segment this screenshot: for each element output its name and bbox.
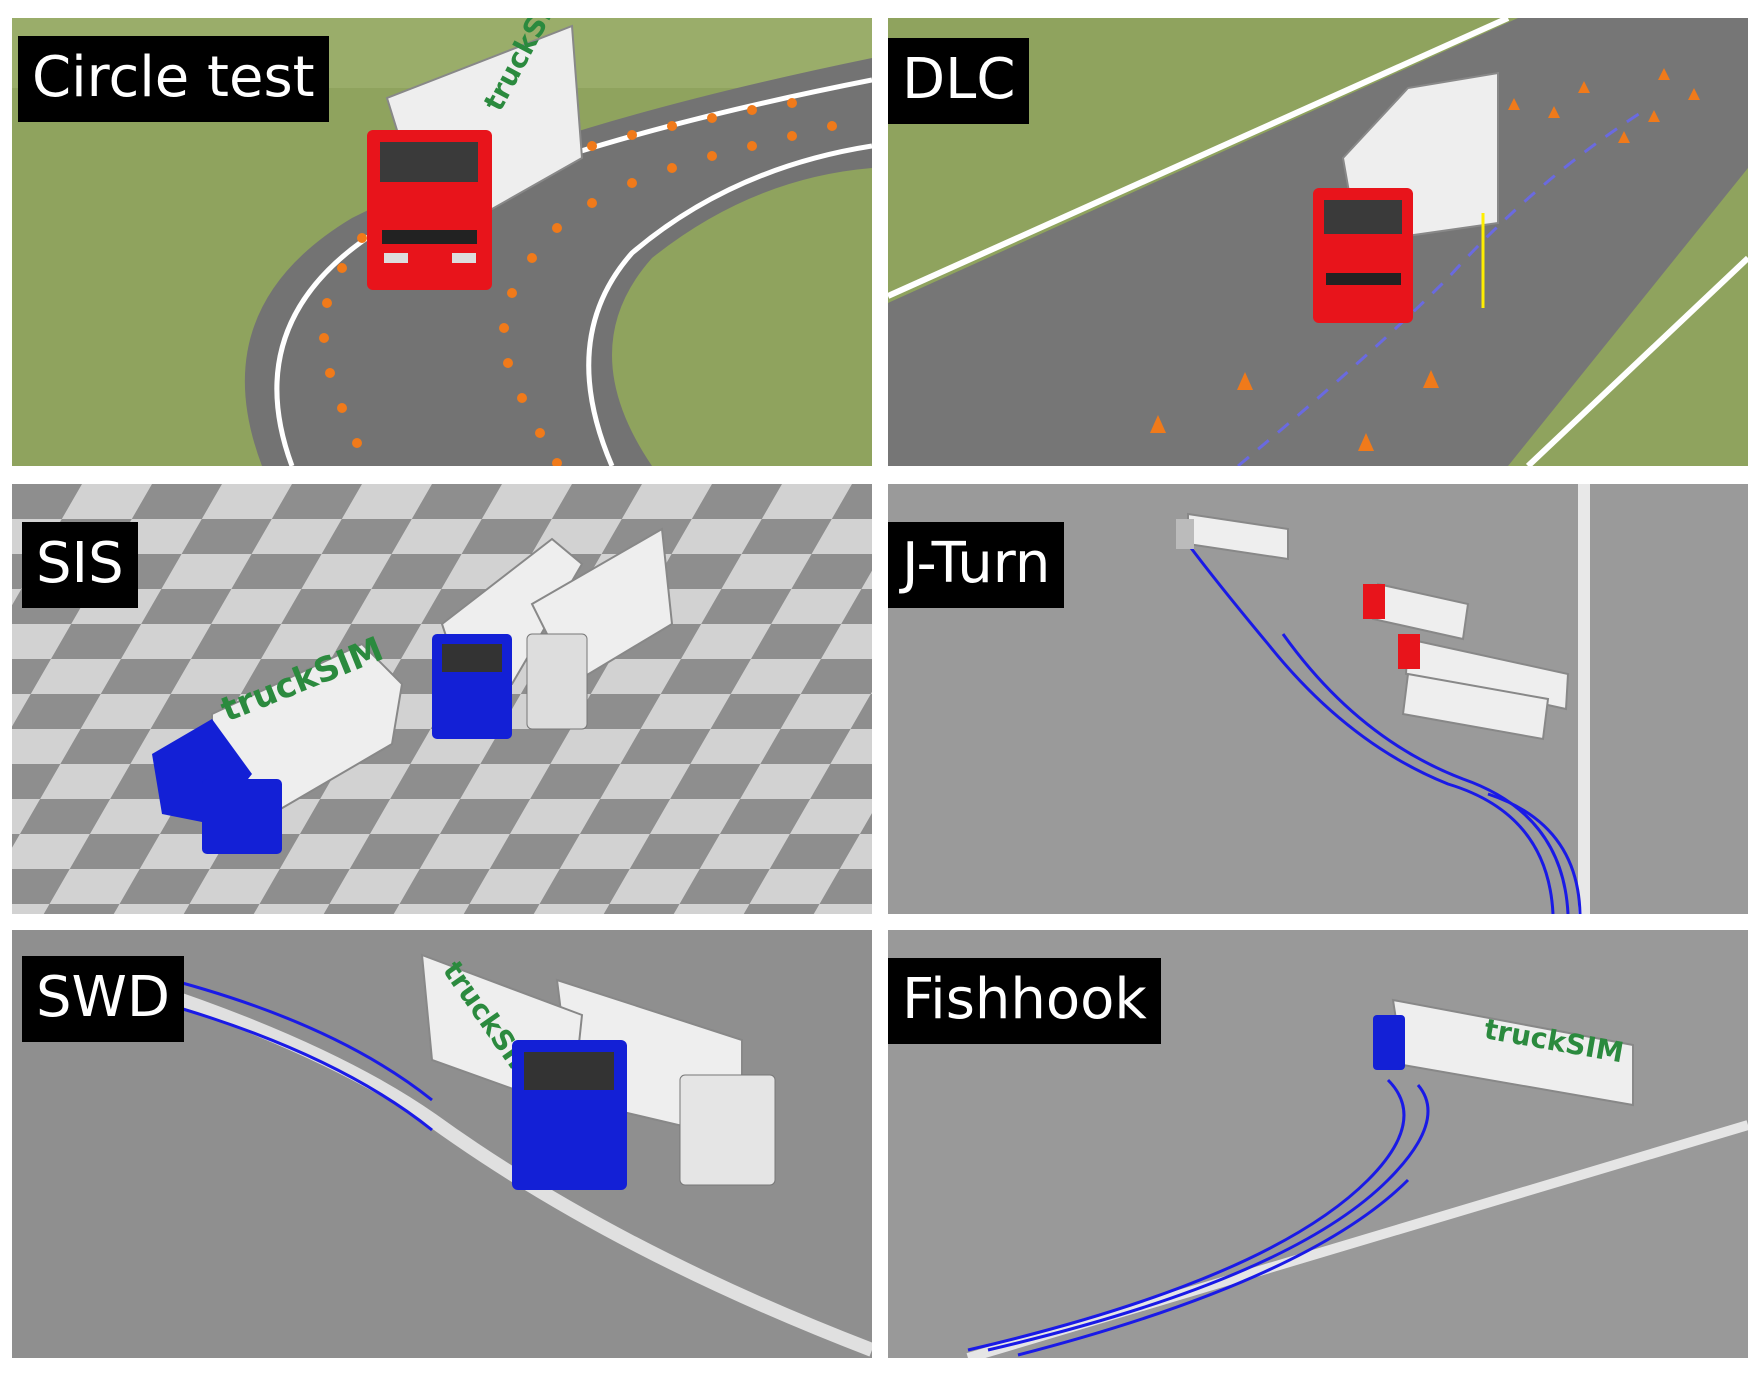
trucks xyxy=(1176,512,1570,741)
panel-label: SWD xyxy=(22,956,185,1042)
panel-label: Circle test xyxy=(18,36,329,122)
upright-blue-truck xyxy=(432,537,584,739)
panel-label: J-Turn xyxy=(888,522,1065,608)
red-truck: truckSIM xyxy=(367,18,584,290)
red-truck xyxy=(1313,71,1499,323)
lane-line xyxy=(966,1120,1748,1358)
panel-label: DLC xyxy=(888,38,1030,124)
tire-tracks xyxy=(151,973,433,1132)
cone-row-outer xyxy=(319,98,797,448)
truck-cab xyxy=(1373,1015,1405,1070)
windshield xyxy=(1324,200,1402,234)
swd-scene: truckSIM xyxy=(12,930,872,1358)
windshield xyxy=(380,142,478,182)
lane-line xyxy=(1578,484,1590,914)
dlc-scene xyxy=(888,18,1748,466)
lane-line xyxy=(149,983,872,1357)
panel-label: SIS xyxy=(22,522,138,608)
cones xyxy=(1150,68,1700,451)
panel-fishhook: truckSIM Fishhook xyxy=(888,930,1748,1358)
cone-row-inner xyxy=(499,121,837,466)
panel-dlc: DLC xyxy=(888,18,1748,466)
tire-tracks xyxy=(967,1078,1430,1357)
white-rigid-truck xyxy=(526,527,674,730)
sis-scene: truckSIM xyxy=(12,484,872,914)
panel-sis: truckSIM SIS xyxy=(12,484,872,914)
circle-test-scene: truckSIM xyxy=(12,18,872,466)
panel-label: Fishhook xyxy=(888,958,1161,1044)
panel-circle-test: truckSIM Circle test xyxy=(12,18,872,466)
tire-tracks xyxy=(1186,543,1582,914)
circular-track xyxy=(244,58,872,466)
panel-swd: truckSIM SWD xyxy=(12,930,872,1358)
panel-j-turn: J-Turn xyxy=(888,484,1748,914)
